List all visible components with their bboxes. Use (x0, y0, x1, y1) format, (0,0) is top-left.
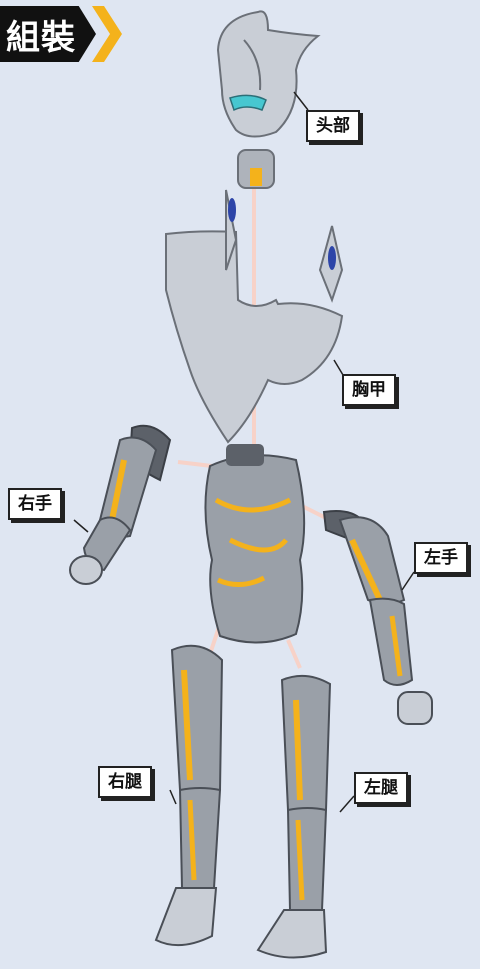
section-banner: 組裝 (0, 6, 96, 62)
label-chest: 胸甲 (342, 374, 396, 407)
label-right-arm: 右手 (8, 488, 62, 521)
chest-part (165, 189, 344, 444)
head-part (216, 10, 321, 138)
banner-title: 組裝 (6, 17, 76, 58)
torso-part (204, 444, 306, 644)
left-arm-part (322, 510, 433, 725)
right-arm-part (69, 424, 172, 585)
guide-left-leg (286, 639, 302, 669)
left-leg-part (256, 674, 332, 959)
label-left-leg: 左腿 (354, 772, 408, 805)
label-right-leg: 右腿 (98, 766, 152, 799)
label-left-arm: 左手 (414, 542, 468, 575)
leader-lines (73, 91, 415, 813)
right-leg-part (154, 644, 224, 947)
label-head: 头部 (306, 110, 360, 143)
neck-part (237, 149, 275, 189)
guide-right-arm (177, 460, 213, 468)
